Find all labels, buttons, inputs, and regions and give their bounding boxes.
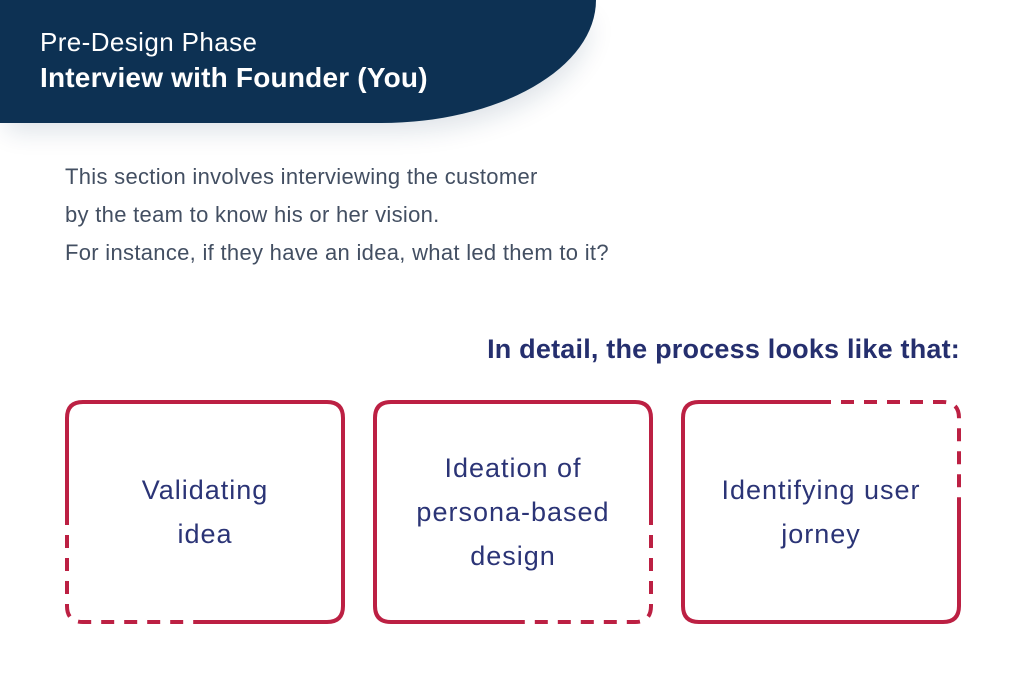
step-label: Validating idea [141, 475, 269, 549]
step-ideation-persona-design: Ideation of persona-based design [373, 400, 653, 624]
step-border-dashed-upper-right [681, 400, 961, 624]
step-border-dashed-lower-left [65, 400, 345, 624]
header-banner: Pre-Design Phase Interview with Founder … [0, 0, 596, 123]
process-steps: Validating idea Ideation of persona-base… [0, 400, 1024, 624]
step-identifying-user-journey: Identifying user jorney [681, 400, 961, 624]
process-heading: In detail, the process looks like that: [487, 334, 960, 364]
page-title: Interview with Founder (You) [40, 62, 428, 93]
intro-paragraph: This section involves interviewing the c… [65, 164, 609, 265]
step-label: Identifying user jorney [721, 475, 921, 549]
step-border-dashed-lower-right [373, 400, 653, 624]
step-validating-idea: Validating idea [65, 400, 345, 624]
header-eyebrow: Pre-Design Phase [40, 27, 258, 57]
step-label: Ideation of persona-based design [416, 453, 610, 571]
